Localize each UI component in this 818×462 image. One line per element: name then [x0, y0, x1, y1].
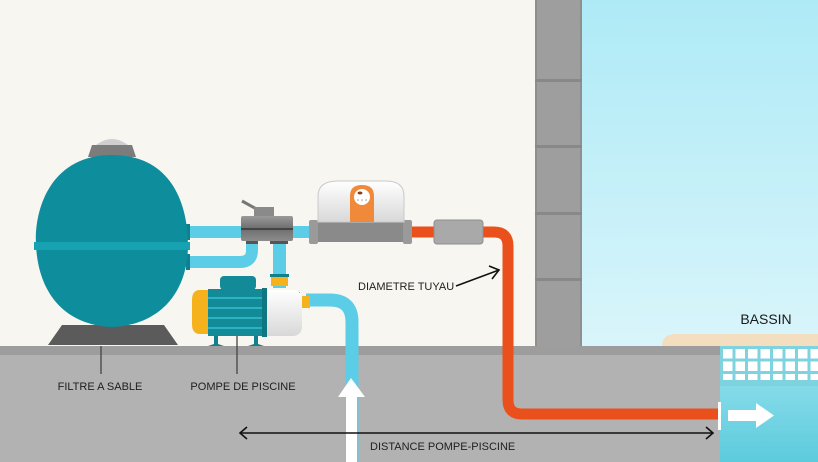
pool-tile — [735, 374, 745, 380]
pool-tile — [773, 374, 783, 380]
pool-tile — [748, 361, 758, 371]
pool-tile — [723, 374, 733, 380]
cell-box — [433, 219, 484, 245]
pool-tile — [810, 374, 818, 380]
pool-tile — [735, 349, 745, 359]
pool-tile — [723, 349, 733, 359]
filter-top-pipe — [188, 226, 242, 238]
pool-tile — [748, 349, 758, 359]
label-pump: POMPE DE PISCINE — [190, 381, 295, 393]
pool-tile — [723, 361, 733, 371]
ground — [0, 346, 720, 462]
coupler-ring — [270, 274, 289, 277]
filter-port-top — [186, 224, 190, 240]
wall-column — [535, 0, 582, 346]
pool-pump — [192, 276, 310, 346]
ground-edge — [0, 346, 720, 355]
return-pipe — [410, 226, 720, 420]
pool-tile — [760, 349, 770, 359]
suction-pipe — [306, 293, 359, 462]
pool — [720, 346, 818, 462]
pool-tile — [810, 349, 818, 359]
label-pool: BASSIN — [740, 311, 791, 327]
arrow-up-icon — [338, 378, 365, 462]
pool-tile — [785, 361, 795, 371]
pipe-diameter-arrow-icon — [455, 265, 501, 287]
sky-background — [582, 0, 818, 346]
pool-tile — [773, 361, 783, 371]
pool-coping — [662, 334, 818, 346]
distance-double-arrow-icon — [238, 426, 715, 440]
label-filter: FILTRE A SABLE — [58, 381, 143, 393]
pool-tile — [735, 361, 745, 371]
label-distance: DISTANCE POMPE-PISCINE — [370, 441, 515, 453]
multiway-valve — [241, 199, 293, 244]
pool-tile — [773, 349, 783, 359]
filter-bottom-pipe — [188, 240, 258, 268]
pool-tile — [760, 374, 770, 380]
pool-tile — [798, 361, 808, 371]
pool-tile — [748, 374, 758, 380]
sand-filter — [34, 139, 190, 345]
pump-yellow-coupler — [271, 276, 288, 286]
pool-tile — [785, 374, 795, 380]
pool-tile — [785, 349, 795, 359]
pool-tiles — [723, 349, 818, 380]
arrow-right-icon — [728, 403, 774, 428]
salt-chlorinator — [309, 180, 412, 244]
pool-tile — [798, 374, 808, 380]
filter-port-bottom — [186, 254, 190, 270]
pool-tile — [760, 361, 770, 371]
label-pipe-diameter: DIAMETRE TUYAU — [358, 281, 454, 293]
pool-inlet — [718, 402, 721, 430]
pool-tile — [810, 361, 818, 371]
pool-tile — [798, 349, 808, 359]
